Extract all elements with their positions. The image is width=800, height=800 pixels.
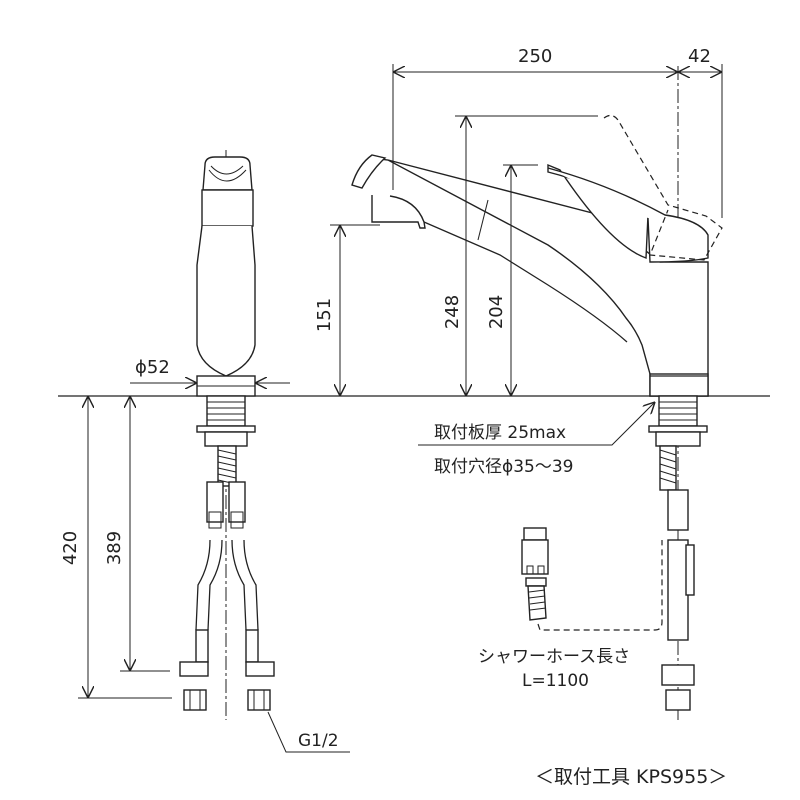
- total-width-dimension: 250: [518, 46, 552, 67]
- hose-total-length-dimension: 420: [60, 531, 81, 565]
- front-view: [179, 150, 275, 720]
- thread-label: G1/2: [298, 731, 339, 751]
- handle-offset-dimension: 42: [688, 46, 711, 67]
- spout-height-dimension: 151: [314, 298, 335, 332]
- handle-height-dimension: 204: [486, 295, 507, 329]
- max-height-dimension: 248: [442, 295, 463, 329]
- shower-hose-length-value: L=1100: [522, 671, 589, 691]
- shower-hose-length-label: シャワーホース長さ: [478, 647, 630, 667]
- mounting-tool-label: ＜取付工具 KPS955＞: [535, 766, 727, 788]
- hose-fitting-length-dimension: 389: [104, 531, 125, 565]
- mounting-thickness-label: 取付板厚 25max: [434, 423, 566, 443]
- mounting-hole-label: 取付穴径ϕ35〜39: [434, 457, 573, 477]
- side-view: [351, 66, 723, 720]
- base-diameter-dimension: ϕ52: [135, 357, 170, 378]
